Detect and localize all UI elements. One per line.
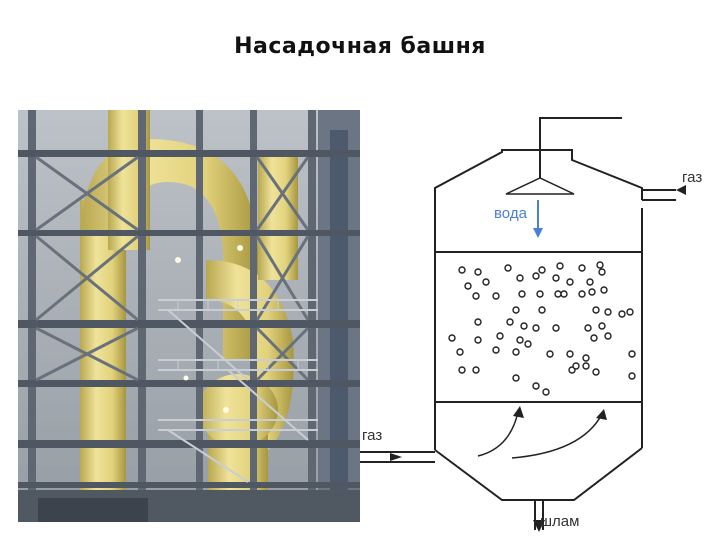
packing-ring [560,290,568,298]
packing-ring [456,348,464,356]
packing-ring [598,268,606,276]
packing-ring [496,332,504,340]
packing-ring [592,368,600,376]
packing-ring [552,324,560,332]
packing-ring [536,290,544,298]
packing-ring [566,278,574,286]
packing-ring [596,261,604,269]
packing-ring [472,292,480,300]
packing-ring [582,354,590,362]
packing-ring [512,374,520,382]
packing-ring [628,372,636,380]
packing-ring [588,288,596,296]
sludge-arrow [533,520,545,532]
packing-ring [474,268,482,276]
packing-ring [626,308,634,316]
packing-ring [586,278,594,286]
packing-ring [578,264,586,272]
packing-ring [538,306,546,314]
gas-out-arrow [676,185,686,195]
tower-schematic: газ вода газ шлам [360,117,702,532]
packing-ring [492,292,500,300]
packing-ring [556,262,564,270]
packing-ring [546,350,554,358]
packing-ring [492,346,500,354]
water-arrow [533,228,543,238]
packing-ring [532,272,540,280]
packing-ring [578,290,586,298]
packing-ring [472,366,480,374]
packing-ring [590,334,598,342]
packing-ring [504,264,512,272]
packing-ring [524,340,532,348]
packing-ring [448,334,456,342]
packing-ring [554,290,562,298]
tower-body-top [434,149,643,310]
label-gas-in: газ [362,427,382,444]
packing-ring [628,350,636,358]
packing-ring [532,382,540,390]
packing-rings [448,261,636,396]
packing-ring [516,336,524,344]
tower-photo [18,110,360,522]
label-sludge: шлам [540,513,579,530]
packing-ring [604,332,612,340]
packing-ring [592,306,600,314]
packing-ring [552,274,560,282]
page-title: Насадочная башня [234,34,486,59]
packing-ring [532,324,540,332]
packing-ring [518,290,526,298]
packing-ring [512,348,520,356]
packing-ring [542,388,550,396]
packing-ring [566,350,574,358]
water-inlet-pipe [539,117,622,184]
packing-ring [506,318,514,326]
label-water: вода [494,205,528,222]
packing-ring [572,362,580,370]
label-gas-out: газ [682,169,702,186]
packing-ring [512,306,520,314]
packing-ring [516,274,524,282]
packing-ring [618,310,626,318]
packing-ring [474,336,482,344]
packing-ring [598,322,606,330]
packing-ring [474,318,482,326]
packing-ring [600,286,608,294]
packing-ring [584,324,592,332]
sprayer-nozzle [505,177,575,195]
packing-ring [582,362,590,370]
gas-in-arrow [390,453,402,461]
packing-ring [520,322,528,330]
packing-ring [538,266,546,274]
packing-ring [482,278,490,286]
packing-ring [464,282,472,290]
packing-ring [458,366,466,374]
packing-ring [604,308,612,316]
packing-ring [458,266,466,274]
